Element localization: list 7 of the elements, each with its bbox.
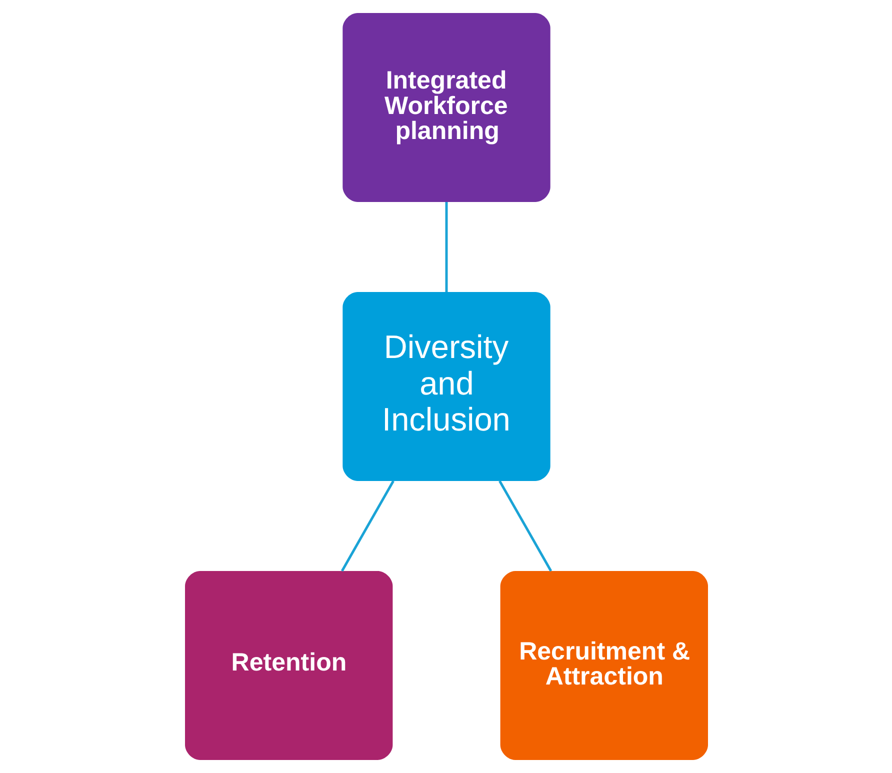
node-box: Recruitment & Attraction <box>500 571 708 760</box>
connector <box>498 480 552 572</box>
connector <box>340 480 394 572</box>
node-box: Retention <box>184 571 392 760</box>
node-box: Diversity and Inclusion <box>342 292 550 481</box>
connector <box>444 202 448 292</box>
node-box: Integrated Workforce planning <box>342 13 550 202</box>
